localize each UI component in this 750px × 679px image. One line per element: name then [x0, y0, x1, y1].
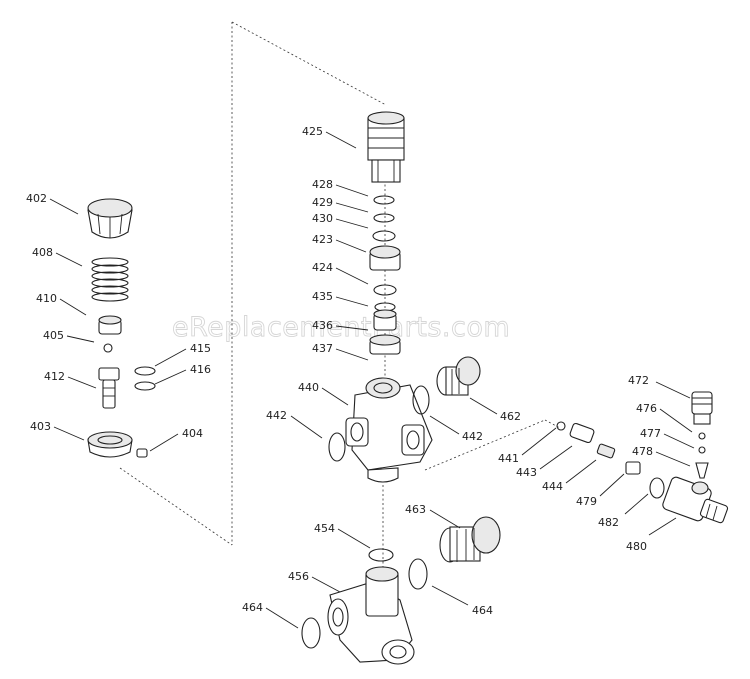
part-476-477-478-parts	[695, 432, 709, 479]
label-463: 463	[405, 503, 426, 516]
label-478: 478	[632, 445, 653, 458]
label-479: 479	[576, 495, 597, 508]
part-403-locknut	[87, 431, 133, 458]
part-456-tee-body	[327, 566, 415, 665]
part-404-plug	[136, 448, 148, 458]
label-436: 436	[312, 319, 333, 332]
part-440-valve-body	[345, 377, 433, 483]
label-412: 412	[44, 370, 65, 383]
label-472: 472	[628, 374, 649, 387]
label-430: 430	[312, 212, 333, 225]
part-415-416-orings	[134, 366, 156, 391]
label-464-left: 464	[242, 601, 263, 614]
label-442-left: 442	[266, 409, 287, 422]
part-441-443-444-relief	[556, 421, 616, 459]
part-464-seals	[301, 558, 428, 649]
part-463-banjo-fitting	[439, 516, 501, 563]
label-408: 408	[32, 246, 53, 259]
part-462-banjo-fitting	[436, 356, 481, 396]
label-480: 480	[626, 540, 647, 553]
label-464-right: 464	[472, 604, 493, 617]
label-425: 425	[302, 125, 323, 138]
part-408-spring	[91, 257, 129, 302]
part-402-cap	[87, 198, 133, 239]
label-477: 477	[640, 427, 661, 440]
part-437-seal	[369, 334, 401, 355]
label-435: 435	[312, 290, 333, 303]
label-423: 423	[312, 233, 333, 246]
part-480-injector-body	[662, 476, 729, 524]
label-437: 437	[312, 342, 333, 355]
watermark: eReplacementParts.com	[172, 312, 510, 343]
part-479-482-small-parts	[625, 461, 665, 499]
part-442-seals	[328, 385, 430, 462]
label-403: 403	[30, 420, 51, 433]
label-410: 410	[36, 292, 57, 305]
leader-lines	[49, 131, 695, 629]
label-482: 482	[598, 516, 619, 529]
label-443: 443	[516, 466, 537, 479]
label-441: 441	[498, 452, 519, 465]
label-454: 454	[314, 522, 335, 535]
label-440: 440	[298, 381, 319, 394]
part-405-ball	[103, 343, 113, 353]
part-472-nipple	[691, 391, 713, 425]
label-428: 428	[312, 178, 333, 191]
label-462: 462	[500, 410, 521, 423]
part-423-guide	[369, 245, 401, 271]
label-456: 456	[288, 570, 309, 583]
label-405: 405	[43, 329, 64, 342]
label-444: 444	[542, 480, 563, 493]
part-410-seat	[98, 315, 122, 335]
part-454-seal	[368, 548, 394, 562]
label-476: 476	[636, 402, 657, 415]
label-404: 404	[182, 427, 203, 440]
label-416: 416	[190, 363, 211, 376]
label-442-right: 442	[462, 430, 483, 443]
part-412-stem	[98, 367, 120, 409]
label-402: 402	[26, 192, 47, 205]
label-415: 415	[190, 342, 211, 355]
part-425-fitting	[367, 111, 405, 183]
label-424: 424	[312, 261, 333, 274]
label-429: 429	[312, 196, 333, 209]
assembly-guide-lines	[119, 21, 561, 568]
part-428-429-430-seals	[372, 195, 396, 242]
part-labels: 402 408 410 405 415 412 416 403 404 425 …	[26, 125, 661, 617]
part-436-piston	[373, 309, 397, 331]
